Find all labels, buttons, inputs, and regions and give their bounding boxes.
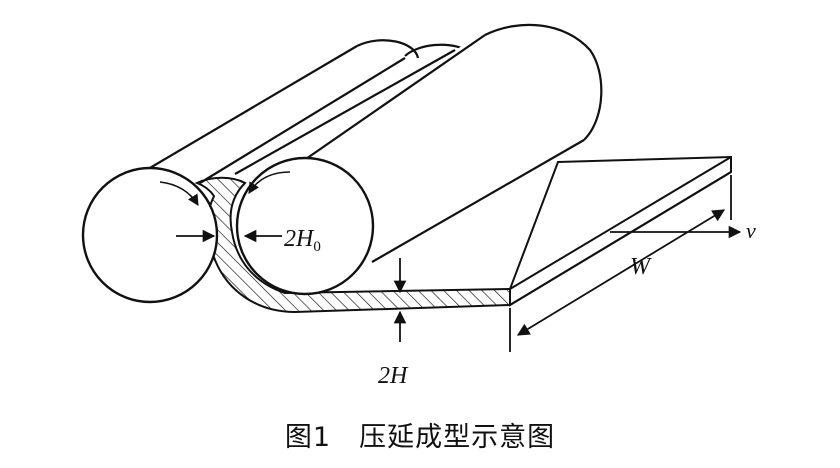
roller-contour-lines — [199, 49, 456, 184]
right-rotation-arrow — [248, 171, 291, 194]
left-rotation-arrow — [159, 181, 199, 206]
right-roller-face — [235, 156, 375, 296]
left-roller-face — [81, 166, 219, 304]
figure-caption: 图1 压延成型示意图 — [0, 415, 840, 454]
velocity-label: v — [746, 218, 756, 243]
melt-cross-section — [194, 176, 511, 314]
width-label: W — [630, 254, 652, 280]
figure-title: 压延成型示意图 — [359, 422, 556, 453]
sheet — [509, 155, 732, 307]
gap-initial-label: 2H0 — [284, 226, 321, 255]
sheet-thickness-label: 2H — [378, 363, 409, 389]
width-dimension — [509, 175, 732, 352]
figure-number: 图1 — [284, 422, 332, 453]
